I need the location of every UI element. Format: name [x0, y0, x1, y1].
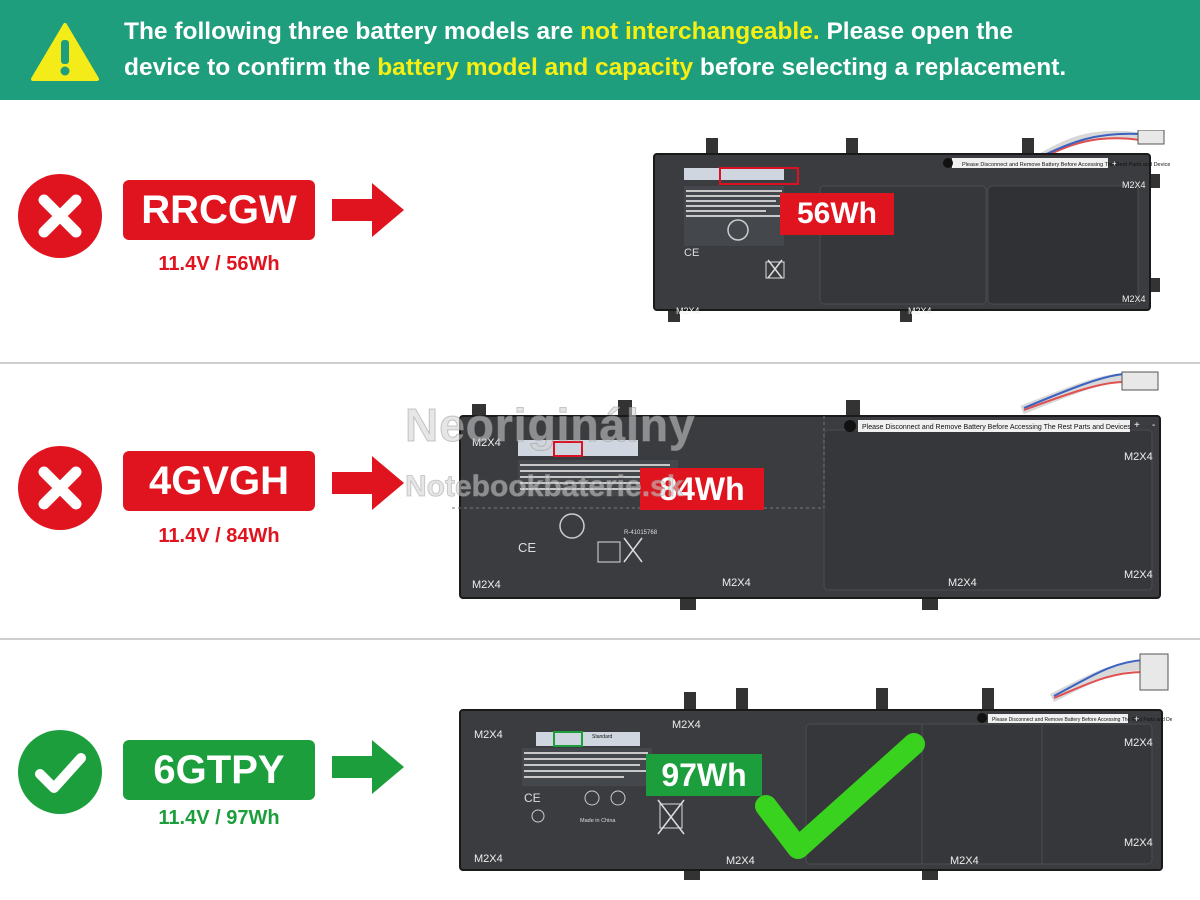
- check-icon: [18, 730, 102, 814]
- warning-triangle-icon: [30, 22, 100, 82]
- svg-text:CE: CE: [524, 791, 541, 805]
- arrow-right-icon: [332, 456, 404, 510]
- svg-text:R-41015768: R-41015768: [624, 530, 658, 536]
- svg-text:-: -: [1152, 420, 1155, 431]
- warning-banner: The following three battery models are n…: [0, 0, 1200, 100]
- x-icon: [18, 446, 102, 530]
- svg-text:Standard: Standard: [592, 734, 613, 740]
- model-badge: 4GVGH: [123, 451, 315, 511]
- svg-text:M2X4: M2X4: [672, 719, 701, 731]
- svg-text:M2X4: M2X4: [1124, 837, 1153, 849]
- svg-text:M2X4: M2X4: [948, 577, 977, 589]
- battery-image: Please Disconnect and Remove Battery Bef…: [650, 130, 1170, 330]
- svg-text:M2X4: M2X4: [1124, 737, 1153, 749]
- svg-text:CE: CE: [684, 247, 699, 259]
- model-spec: 11.4V / 56Wh: [158, 253, 280, 275]
- svg-text:+: +: [1134, 714, 1139, 724]
- battery-image: Please Disconnect and Remove Battery Bef…: [452, 652, 1172, 892]
- svg-text:M2X4: M2X4: [472, 437, 501, 449]
- svg-text:M2X4: M2X4: [474, 853, 503, 865]
- svg-text:M2X4: M2X4: [1124, 569, 1153, 581]
- svg-text:Made in China: Made in China: [580, 818, 616, 824]
- svg-text:Please Disconnect and Remove B: Please Disconnect and Remove Battery Bef…: [862, 424, 1131, 431]
- svg-text:+: +: [1134, 420, 1140, 431]
- capacity-label: 84Wh: [640, 468, 764, 510]
- model-spec: 11.4V / 84Wh: [158, 525, 280, 547]
- model-badge: 6GTPY: [123, 740, 315, 800]
- warning-strip-text: Please Disconnect and Remove Battery Bef…: [962, 162, 1170, 168]
- svg-text:M2X4: M2X4: [1122, 180, 1146, 190]
- watermark: Notebookbaterie.sk: [404, 470, 684, 504]
- svg-text:+: +: [1112, 159, 1117, 168]
- arrow-right-icon: [332, 183, 404, 237]
- arrow-right-icon: [332, 740, 404, 794]
- svg-text:CE: CE: [518, 540, 536, 555]
- model-spec: 11.4V / 97Wh: [158, 807, 280, 829]
- svg-text:M2X4: M2X4: [726, 855, 755, 867]
- svg-text:M2X4: M2X4: [676, 306, 700, 316]
- battery-image: Please Disconnect and Remove Battery Bef…: [452, 370, 1172, 620]
- svg-text:M2X4: M2X4: [908, 306, 932, 316]
- capacity-label: 97Wh: [646, 754, 762, 796]
- svg-text:M2X4: M2X4: [950, 855, 979, 867]
- x-icon: [18, 174, 102, 258]
- svg-text:Please Disconnect and Remove B: Please Disconnect and Remove Battery Bef…: [992, 717, 1172, 723]
- svg-text:M2X4: M2X4: [722, 577, 751, 589]
- svg-text:M2X4: M2X4: [1122, 294, 1146, 304]
- row-separator: [0, 638, 1200, 640]
- svg-text:M2X4: M2X4: [474, 729, 503, 741]
- svg-text:M2X4: M2X4: [1124, 451, 1153, 463]
- capacity-label: 56Wh: [780, 193, 894, 235]
- watermark: Neoriginálny: [405, 399, 696, 452]
- model-badge: RRCGW: [123, 180, 315, 240]
- banner-text: The following three battery models are n…: [124, 18, 1067, 81]
- row-separator: [0, 362, 1200, 364]
- svg-text:M2X4: M2X4: [472, 579, 501, 591]
